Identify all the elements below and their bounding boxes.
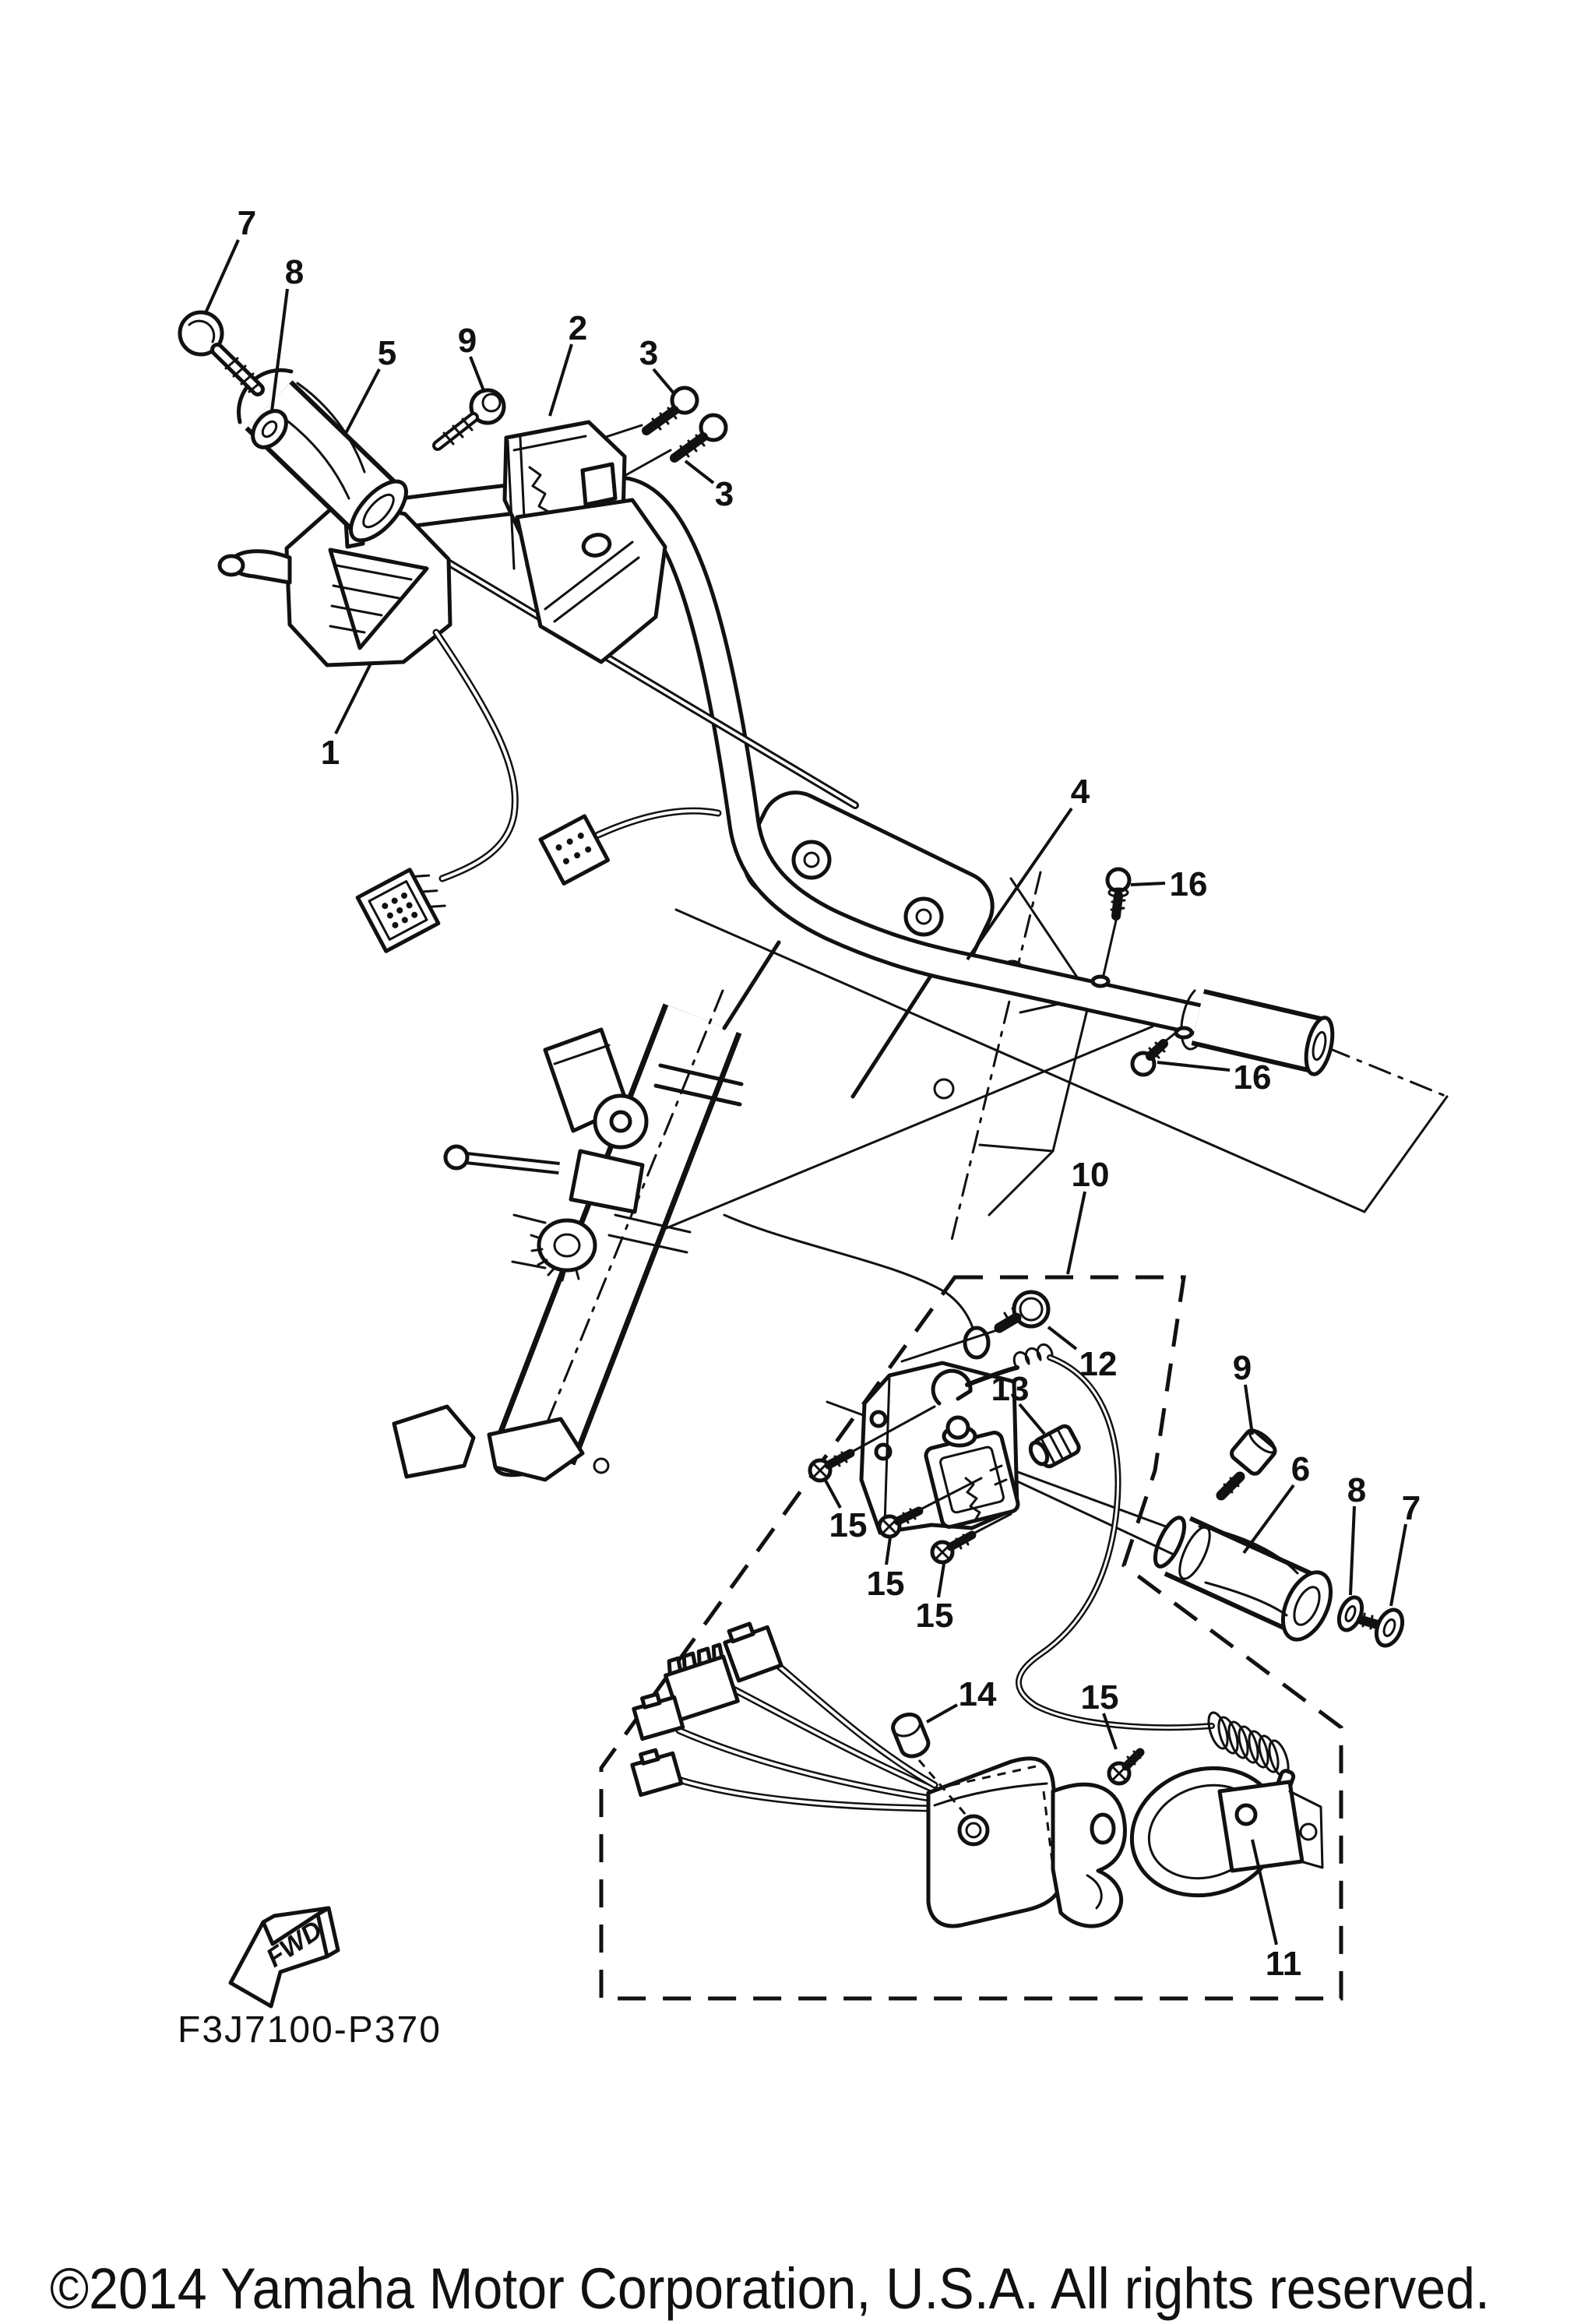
housing-bolt-9-left [432, 388, 506, 451]
callout-7: 7 [1402, 1489, 1421, 1527]
callout-leader-2 [548, 343, 573, 417]
bar-screw-hole [1090, 974, 1111, 988]
callout-leader-3 [652, 368, 676, 396]
connector-6pin [538, 814, 611, 886]
callout-2: 2 [569, 309, 587, 347]
callout-15: 15 [867, 1565, 905, 1603]
screw-15c [930, 1512, 1012, 1565]
callout-leader-12 [1047, 1326, 1078, 1350]
housing-bolt-3b [670, 413, 728, 463]
lanyard-cord [1016, 1354, 1296, 1849]
callout-14: 14 [959, 1675, 997, 1713]
left-switch-housing [502, 420, 667, 664]
screw-15d [1107, 1748, 1145, 1786]
callout-7: 7 [238, 204, 256, 242]
callout-leader-15 [937, 1563, 945, 1598]
housing-bolt-3a [642, 386, 699, 435]
callout-13: 13 [991, 1370, 1030, 1408]
grip-end-screw-right [1357, 1607, 1405, 1648]
steering-column [392, 871, 1092, 1482]
callout-leader-16 [1130, 882, 1166, 886]
callout-leader-8 [1349, 1505, 1356, 1596]
screw-16-top [1102, 867, 1132, 977]
callout-15: 15 [829, 1506, 868, 1544]
connector-ribbed [664, 1643, 740, 1722]
screw-16-bottom [1130, 1027, 1182, 1077]
callout-leader-9 [1244, 1384, 1254, 1435]
callout-3: 3 [639, 334, 658, 372]
screw-15b [877, 1477, 983, 1539]
callout-8: 8 [285, 253, 304, 291]
callout-leader-13 [1018, 1403, 1046, 1435]
callout-leader-14 [926, 1703, 958, 1724]
tether-clip [931, 1343, 1054, 1406]
callout-leader-15 [1102, 1713, 1118, 1750]
callout-15: 15 [1081, 1678, 1119, 1717]
callout-leader-15 [885, 1537, 892, 1565]
button-cap-14 [891, 1712, 967, 1815]
callout-1: 1 [321, 734, 340, 772]
connector-9pin [355, 868, 446, 953]
callout-15: 15 [916, 1597, 954, 1635]
part-code: F3J7100-P370 [178, 2009, 442, 2051]
right-grip [1153, 1516, 1333, 1642]
throttle-rod [384, 523, 859, 809]
handlebar-grip-tube [1180, 988, 1335, 1076]
screw-15a [808, 1405, 936, 1483]
bolt-12 [900, 1290, 1051, 1363]
assembled-switch-unit [630, 1622, 1145, 1928]
callout-6: 6 [1291, 1450, 1310, 1488]
construction-lines [273, 424, 1449, 1556]
right-grip-cluster [1153, 1428, 1405, 1648]
ribbed-knob [511, 1213, 597, 1282]
callout-12: 12 [1079, 1345, 1118, 1383]
callout-leader-8 [270, 288, 289, 412]
callout-leader-11 [1251, 1839, 1278, 1945]
callout-leader-15 [824, 1480, 842, 1509]
callout-leader-6 [1242, 1484, 1295, 1555]
inset-dashed-box [599, 1275, 1343, 2001]
callout-5: 5 [378, 334, 396, 372]
grip-bolt-9-right [1216, 1428, 1277, 1501]
callout-leader-7 [203, 239, 240, 315]
switch-bracket-assembly [808, 1290, 1081, 1565]
grommet-13 [1028, 1424, 1081, 1469]
callout-11: 11 [1266, 1945, 1302, 1983]
connector-2pin-b [630, 1748, 684, 1798]
connector-4pin [723, 1622, 783, 1683]
callout-leader-9 [469, 356, 486, 393]
callout-9: 9 [1233, 1349, 1252, 1387]
grip-end-screw-left [178, 310, 265, 396]
callout-3: 3 [715, 475, 734, 513]
copyright-line: ©2014 Yamaha Motor Corporation, U.S.A. A… [50, 2256, 1490, 2321]
callout-leader-7 [1389, 1523, 1407, 1607]
callout-leader-5 [343, 368, 381, 437]
callout-9: 9 [458, 322, 477, 360]
lanyard-clip-11 [1129, 1766, 1324, 1898]
callout-leader-3 [684, 460, 715, 484]
callout-leader-1 [334, 661, 373, 734]
callout-leader-4 [966, 807, 1073, 961]
callout-8: 8 [1347, 1471, 1366, 1509]
grip-end-washer-left [251, 409, 288, 449]
callout-10: 10 [1072, 1156, 1110, 1194]
connector-2pin-a [632, 1692, 685, 1741]
callout-16: 16 [1234, 1058, 1272, 1097]
callout-leader-16 [1157, 1061, 1231, 1072]
callout-leader-10 [1066, 1191, 1086, 1275]
wire-harness-left [355, 629, 722, 953]
callout-16: 16 [1170, 865, 1208, 903]
callout-4: 4 [1071, 773, 1090, 811]
